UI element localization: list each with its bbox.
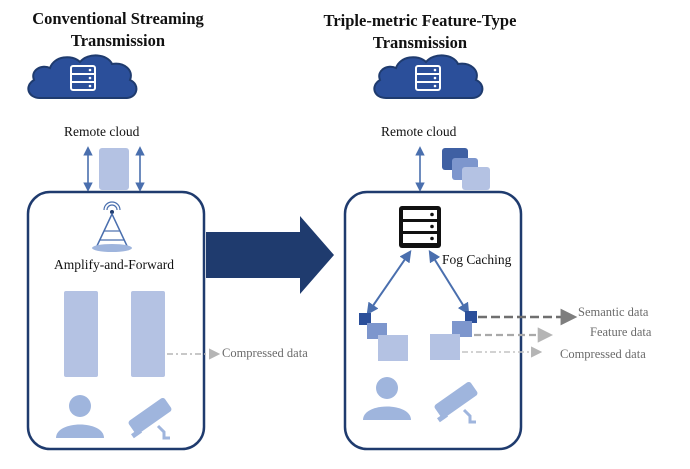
feature-data-label: Feature data	[590, 325, 652, 339]
left-person-icon	[56, 395, 104, 438]
right-remote-cloud-label: Remote cloud	[381, 124, 457, 139]
semantic-data-label: Semantic data	[578, 305, 649, 319]
right-title: Triple-metric Feature-Type Transmission	[294, 10, 546, 54]
left-server-icon	[70, 65, 96, 91]
right-right-cascade	[430, 311, 477, 360]
right-stacked-blocks	[442, 148, 490, 190]
right-title-line-1: Triple-metric Feature-Type	[323, 11, 517, 30]
fog-server-icon	[399, 206, 441, 248]
left-camera-icon	[128, 398, 172, 440]
left-block-2	[131, 291, 165, 377]
left-panel-box	[26, 190, 206, 451]
right-arrow-icon	[206, 216, 334, 294]
fog-caching-label: Fog Caching	[442, 252, 512, 267]
left-cloud-icon	[27, 54, 138, 99]
right-cloud-icon	[373, 54, 484, 99]
left-block-1	[64, 291, 98, 377]
right-camera-icon	[434, 382, 478, 424]
left-remote-cloud-label: Remote cloud	[64, 124, 140, 139]
amplify-forward-label: Amplify-and-Forward	[54, 257, 174, 272]
left-title-line-2: Transmission	[70, 31, 166, 50]
right-server-icon	[415, 65, 441, 91]
antenna-tower-icon	[92, 201, 132, 252]
compressed-data-label: Compressed data	[560, 347, 646, 361]
right-person-icon	[363, 377, 411, 420]
right-left-cascade	[359, 313, 408, 361]
fog-left-arrow	[366, 250, 412, 315]
fog-right-arrow	[428, 249, 470, 316]
left-data-block	[99, 148, 129, 190]
right-title-line-2: Transmission	[372, 33, 468, 52]
left-compressed-label: Compressed data	[222, 346, 308, 360]
left-title-line-1: Conventional Streaming	[32, 9, 204, 28]
left-title: Conventional Streaming Transmission	[2, 8, 234, 52]
